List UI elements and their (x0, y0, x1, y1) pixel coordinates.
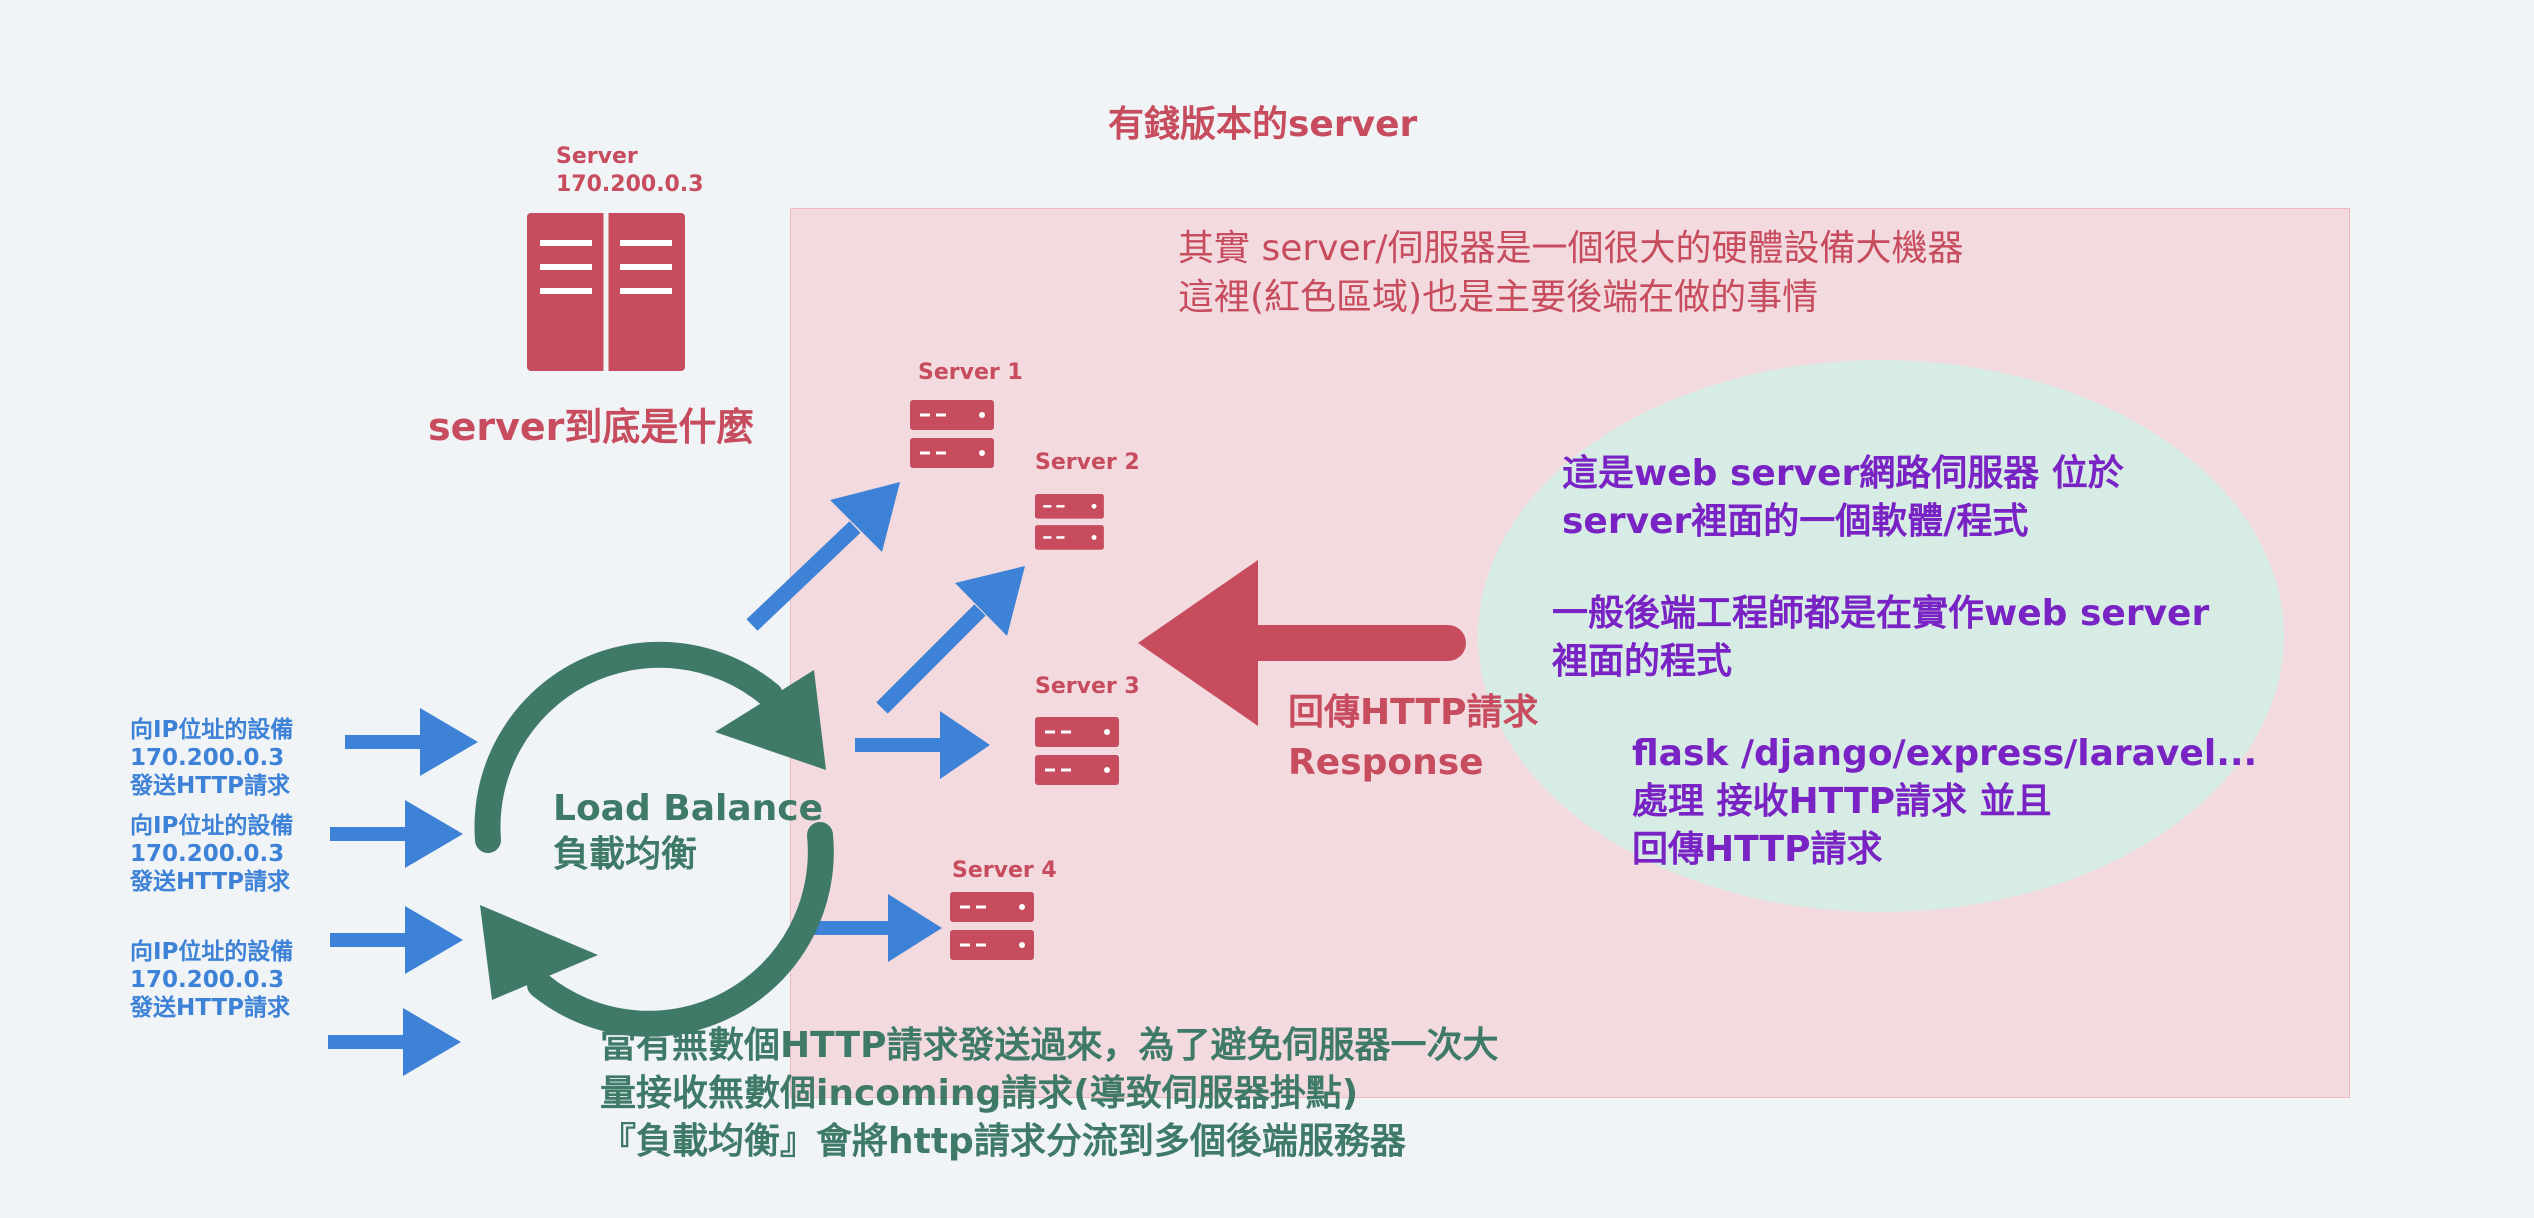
framework-note-line: 回傳HTTP請求 (1632, 829, 1883, 870)
load-balance-en: Load Balance (553, 788, 824, 829)
server-cabinet-icon (527, 213, 685, 371)
server-rack-icon (1033, 492, 1106, 551)
server-label-3: Server 3 (1035, 674, 1140, 699)
arrow-icon (328, 708, 478, 1076)
client-request-ip: 170.200.0.3 (130, 967, 285, 993)
server-rack-icon (1033, 715, 1121, 787)
client-request-line: 發送HTTP請求 (130, 995, 291, 1021)
client-request-label: 向IP位址的設備 170.200.0.3 發送HTTP請求 (130, 812, 293, 896)
main-server-label-line: Server (556, 144, 638, 169)
bottom-note: 當有無數個HTTP請求發送過來，為了避免伺服器一次大 量接收無數個incomin… (600, 1022, 1498, 1166)
web-server-desc-line: server裡面的一個軟體/程式 (1562, 501, 2029, 542)
engineer-note: 一般後端工程師都是在實作web server 裡面的程式 (1552, 590, 2209, 686)
server-label-1: Server 1 (918, 360, 1023, 385)
response-arrow-icon (1138, 560, 1466, 726)
client-request-line: 發送HTTP請求 (130, 869, 291, 895)
server-label-2: Server 2 (1035, 450, 1140, 475)
engineer-note-line: 裡面的程式 (1552, 641, 1733, 682)
main-server-ip: 170.200.0.3 (556, 172, 704, 197)
client-request-line: 向IP位址的設備 (130, 939, 294, 965)
framework-note: flask /django/express/laravel... 處理 接收HT… (1632, 730, 2257, 874)
server-label-4: Server 4 (952, 858, 1057, 883)
load-balance-label: Load Balance 負載均衡 (553, 786, 823, 878)
client-request-line: 向IP位址的設備 (130, 717, 294, 743)
web-server-description: 這是web server網路伺服器 位於 server裡面的一個軟體/程式 (1562, 450, 2124, 546)
response-label-line: 回傳HTTP請求 (1288, 692, 1539, 733)
client-request-line: 發送HTTP請求 (130, 773, 291, 799)
bottom-note-line: 『負載均衡』會將http請求分流到多個後端服務器 (600, 1121, 1406, 1162)
region-note: 其實 server/伺服器是一個很大的硬體設備大機器 這裡(紅色區域)也是主要後… (1178, 224, 1964, 322)
client-request-label: 向IP位址的設備 170.200.0.3 發送HTTP請求 (130, 716, 293, 800)
client-request-label: 向IP位址的設備 170.200.0.3 發送HTTP請求 (130, 938, 293, 1022)
web-server-desc-line: 這是web server網路伺服器 位於 (1562, 453, 2124, 494)
page-title: 有錢版本的server (1108, 104, 1418, 145)
framework-note-line: 處理 接收HTTP請求 並且 (1632, 781, 2052, 822)
main-server-label: Server 170.200.0.3 (556, 143, 704, 199)
client-request-ip: 170.200.0.3 (130, 745, 285, 771)
load-balance-zh: 負載均衡 (553, 834, 698, 875)
region-note-line: 這裡(紅色區域)也是主要後端在做的事情 (1178, 277, 1819, 318)
client-request-line: 向IP位址的設備 (130, 813, 294, 839)
arrow-icon (746, 482, 1025, 962)
response-label-line: Response (1288, 742, 1484, 783)
bottom-note-line: 量接收無數個incoming請求(導致伺服器掛點) (600, 1073, 1359, 1114)
framework-note-line: flask /django/express/laravel... (1632, 733, 2258, 774)
main-server-caption: server到底是什麼 (428, 405, 755, 449)
region-note-line: 其實 server/伺服器是一個很大的硬體設備大機器 (1178, 228, 1964, 269)
response-label: 回傳HTTP請求 Response (1288, 688, 1538, 788)
cycle-arrows-icon (474, 641, 834, 1037)
client-request-ip: 170.200.0.3 (130, 841, 285, 867)
web-server-bubble (1478, 360, 2284, 912)
server-rack-icon (948, 890, 1036, 962)
bottom-note-line: 當有無數個HTTP請求發送過來，為了避免伺服器一次大 (600, 1025, 1499, 1066)
engineer-note-line: 一般後端工程師都是在實作web server (1552, 593, 2210, 634)
server-rack-icon (908, 398, 996, 470)
